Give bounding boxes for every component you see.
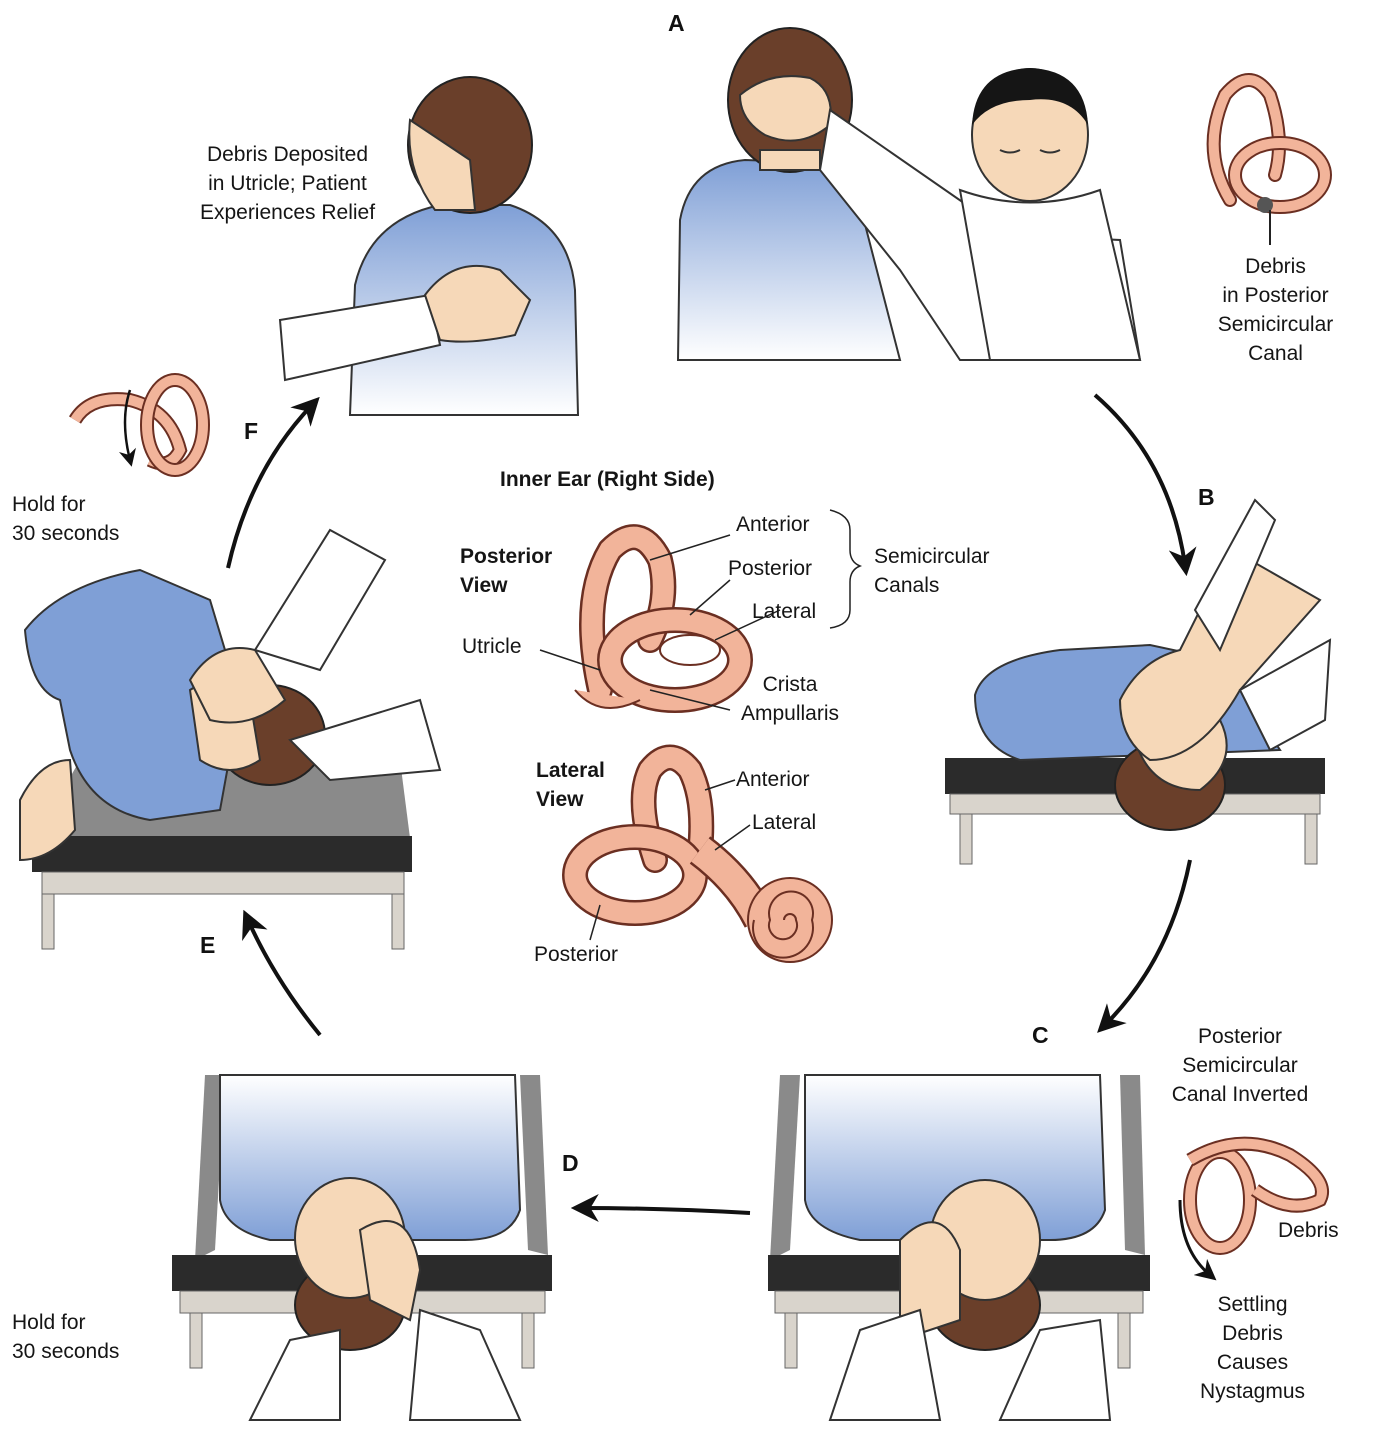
label-lateral-lateral-view: Lateral <box>752 808 852 837</box>
step-c-figure <box>768 1075 1150 1420</box>
label-lateral-view: Lateral View <box>536 756 646 814</box>
step-label-f: F <box>244 418 258 445</box>
label-posterior: Posterior <box>728 554 838 583</box>
label-lateral: Lateral <box>752 597 852 626</box>
label-posterior-lateral-view: Posterior <box>534 940 644 969</box>
step-a-canal-icon <box>1214 80 1325 245</box>
label-anterior: Anterior <box>736 510 846 539</box>
step-d-figure <box>172 1075 552 1420</box>
label-posterior-view: Posterior View <box>460 542 580 600</box>
label-debris: Debris <box>1278 1216 1373 1245</box>
step-label-a: A <box>668 10 685 37</box>
step-a-figure <box>678 28 1140 360</box>
label-hold-bottom: Hold for 30 seconds <box>12 1308 162 1366</box>
step-label-e: E <box>200 932 215 959</box>
step-f-figure <box>280 77 578 415</box>
step-label-b: B <box>1198 484 1215 511</box>
step-e-canal-icon <box>75 380 203 470</box>
step-label-d: D <box>562 1150 579 1177</box>
step-e-figure <box>20 530 440 949</box>
label-crista-ampullaris: Crista Ampullaris <box>725 670 855 728</box>
step-c-canal-icon <box>1180 1144 1322 1275</box>
label-utricle: Utricle <box>462 632 552 661</box>
label-semicircular-canals: Semicircular Canals <box>874 542 1024 600</box>
step-label-c: C <box>1032 1022 1049 1049</box>
label-anterior-lateral-view: Anterior <box>736 765 846 794</box>
label-debris-deposited: Debris Deposited in Utricle; Patient Exp… <box>180 140 395 227</box>
label-settling-debris: Settling Debris Causes Nystagmus <box>1180 1290 1325 1406</box>
inner-ear-title: Inner Ear (Right Side) <box>500 465 780 494</box>
label-debris-posterior: Debris in Posterior Semicircular Canal <box>1198 252 1353 368</box>
label-hold-top: Hold for 30 seconds <box>12 490 162 548</box>
label-canal-inverted: Posterior Semicircular Canal Inverted <box>1150 1022 1330 1109</box>
